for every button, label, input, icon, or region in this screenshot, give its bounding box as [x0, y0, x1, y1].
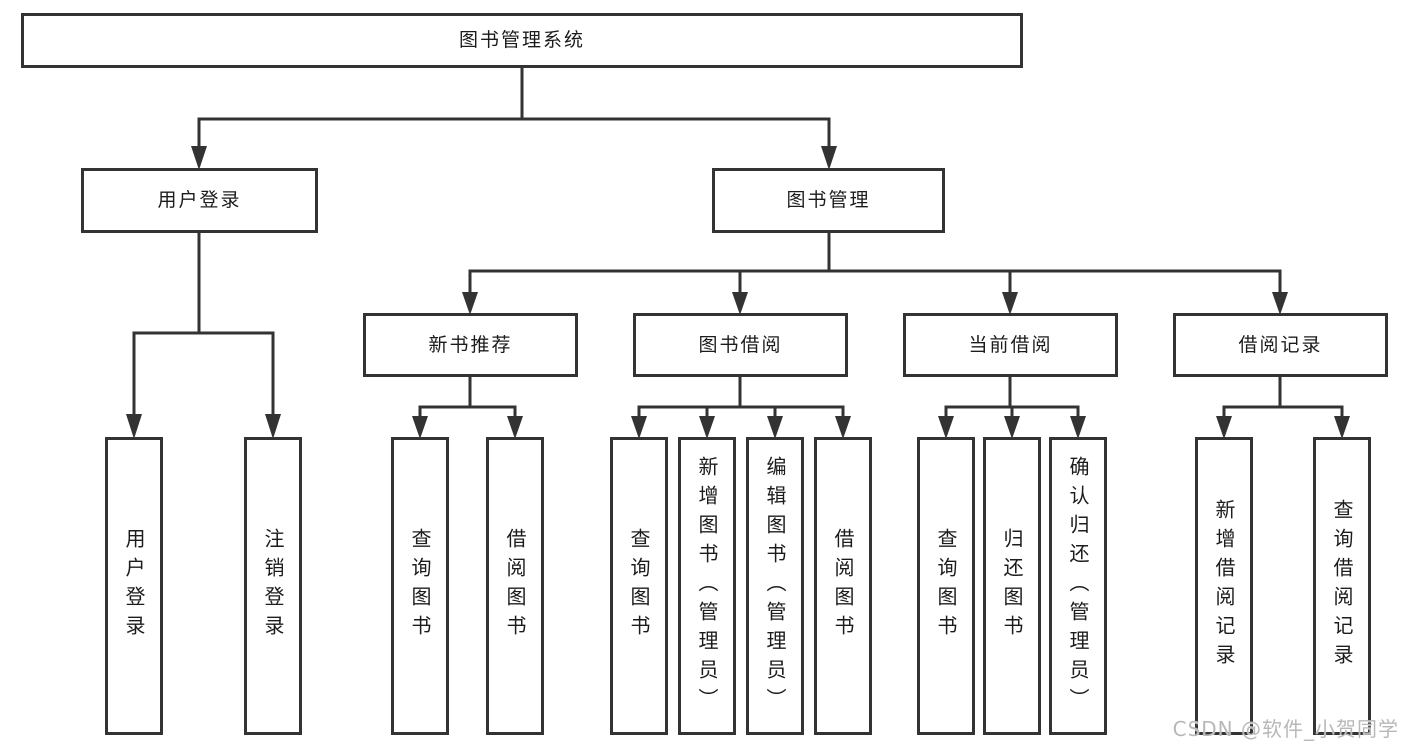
leaf-recommend-borrow-books: 借阅图书 [486, 437, 544, 735]
leaf-records-add-borrow-record: 新增借阅记录 [1195, 437, 1253, 735]
leaf-current-return-books: 归还图书 [983, 437, 1041, 735]
leaf-user-login: 用户登录 [105, 437, 163, 735]
node-library-management-system: 图书管理系统 [21, 13, 1023, 68]
leaf-records-query-borrow-record: 查询借阅记录 [1313, 437, 1371, 735]
node-borrowing-records: 借阅记录 [1173, 313, 1388, 377]
node-user-login: 用户登录 [81, 168, 318, 233]
arrow-heads [126, 146, 1350, 439]
leaf-borrowing-edit-books-admin: 编辑图书（管理员） [746, 437, 804, 735]
connector-path [132, 68, 1344, 417]
node-new-book-recommendation: 新书推荐 [363, 313, 578, 377]
node-book-management: 图书管理 [712, 168, 945, 233]
leaf-borrowing-add-books-admin: 新增图书（管理员） [678, 437, 736, 735]
leaf-logout-login: 注销登录 [244, 437, 302, 735]
node-book-borrowing: 图书借阅 [633, 313, 848, 377]
leaf-current-query-books: 查询图书 [917, 437, 975, 735]
leaf-borrowing-borrow-books: 借阅图书 [814, 437, 872, 735]
leaf-recommend-query-books: 查询图书 [391, 437, 449, 735]
leaf-borrowing-query-books: 查询图书 [610, 437, 668, 735]
node-current-borrowing: 当前借阅 [903, 313, 1118, 377]
csdn-watermark: CSDN @软件_小贺同学 [1172, 717, 1399, 741]
leaf-current-confirm-return-admin: 确认归还（管理员） [1049, 437, 1107, 735]
